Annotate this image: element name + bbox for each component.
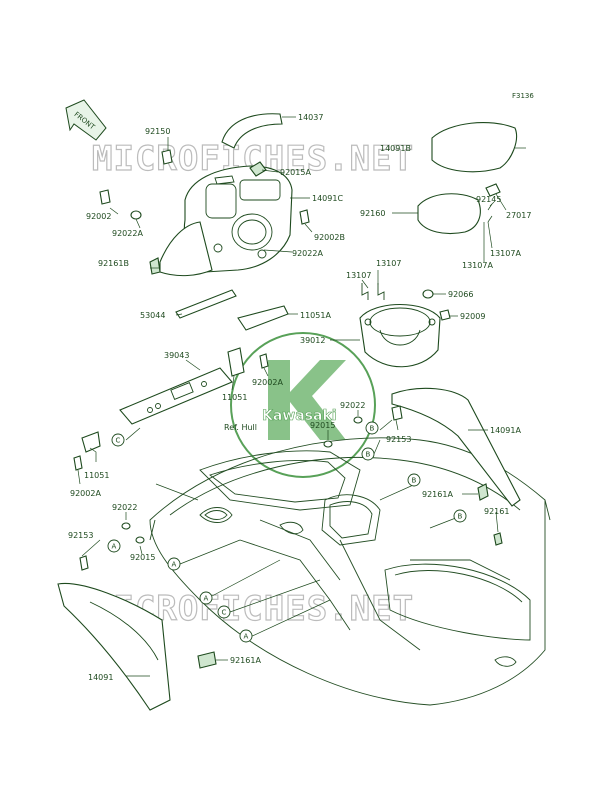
label-92153-1: 92153 [386, 435, 411, 444]
part-11051-top [227, 347, 245, 377]
part-92015a [249, 161, 267, 177]
label-92002a-2: 92002A [70, 489, 101, 498]
callout-a-4: A [239, 629, 253, 643]
part-92015-left [135, 536, 145, 544]
part-11051-left [81, 431, 101, 453]
svg-text:C: C [222, 609, 227, 617]
part-92002 [99, 189, 111, 205]
label-92022a-2: 92022A [292, 249, 323, 258]
label-92002: 92002 [86, 212, 111, 221]
label-92161a-1: 92161A [422, 490, 453, 499]
label-92066: 92066 [448, 290, 473, 299]
svg-text:C: C [116, 437, 121, 445]
label-92009: 92009 [460, 312, 485, 321]
label-92150: 92150 [145, 127, 170, 136]
front-arrow-icon: FRONT [65, 99, 107, 141]
part-11051a [237, 305, 289, 331]
callout-b-3: B [407, 473, 421, 487]
label-14091b: 14091B [380, 144, 411, 153]
part-92066 [422, 289, 434, 299]
part-92002b [299, 209, 310, 225]
label-92160: 92160 [360, 209, 385, 218]
part-92022-mid [353, 416, 363, 424]
part-53044 [175, 289, 237, 319]
part-14091b [431, 122, 518, 173]
part-13107 [361, 283, 385, 300]
svg-text:B: B [370, 425, 375, 433]
label-11051a: 11051A [300, 311, 331, 320]
callout-a-3: A [199, 591, 213, 605]
svg-text:A: A [172, 561, 177, 569]
part-92160 [417, 193, 481, 235]
callout-b-2: B [361, 447, 375, 461]
label-13107-1: 13107 [346, 271, 371, 280]
label-92161: 92161 [484, 507, 509, 516]
part-92022a-left [130, 210, 142, 220]
callout-c-1: C [111, 433, 125, 447]
kawasaki-logo: Kawasaki [230, 332, 376, 478]
svg-text:B: B [458, 513, 463, 521]
part-92150 [161, 149, 173, 165]
callout-a-2: A [167, 557, 181, 571]
label-39043: 39043 [164, 351, 189, 360]
part-92015-mid [323, 440, 333, 448]
label-92161a-2: 92161A [230, 656, 261, 665]
label-11051-1: 11051 [222, 393, 247, 402]
svg-text:A: A [204, 595, 209, 603]
label-92015a: 92015A [280, 168, 311, 177]
part-92002a-left [73, 455, 83, 471]
label-13107a-2: 13107A [462, 261, 493, 270]
label-92002a-1: 92002A [252, 378, 283, 387]
label-13107-2: 13107 [376, 259, 401, 268]
part-92002a-top [259, 353, 269, 369]
callout-a-1: A [107, 539, 121, 553]
callout-b-1: B [365, 421, 379, 435]
part-14091a [391, 387, 521, 507]
label-13107a-1: 13107A [490, 249, 521, 258]
callout-b-4: B [453, 509, 467, 523]
part-92161 [493, 532, 503, 546]
part-92153-top [391, 405, 403, 421]
label-53044: 53044 [140, 311, 165, 320]
svg-text:A: A [244, 633, 249, 641]
part-92161a-right [477, 483, 489, 501]
label-92022-2: 92022 [112, 503, 137, 512]
part-92161b [149, 257, 161, 275]
label-39012: 39012 [300, 336, 325, 345]
logo-text: Kawasaki [262, 408, 337, 424]
svg-text:A: A [112, 543, 117, 551]
part-14091 [57, 582, 171, 711]
label-92153-2: 92153 [68, 531, 93, 540]
part-14037 [221, 113, 283, 149]
part-windscreen [159, 221, 213, 277]
label-14037: 14037 [298, 113, 323, 122]
label-92015-1: 92015 [310, 421, 335, 430]
part-39043 [119, 367, 233, 425]
label-92002b: 92002B [314, 233, 345, 242]
svg-text:B: B [412, 477, 417, 485]
part-labels: 14037 14091B 92150 92015A 14091C 92002 9… [68, 113, 531, 682]
label-92022-1: 92022 [340, 401, 365, 410]
ref-hull-label: Ref. Hull [224, 423, 257, 432]
part-27017 [485, 183, 501, 197]
label-11051-2: 11051 [84, 471, 109, 480]
part-92161a-left [197, 651, 217, 669]
label-27017: 27017 [506, 211, 531, 220]
part-92009 [439, 309, 451, 321]
label-92161b: 92161B [98, 259, 129, 268]
label-92015-2: 92015 [130, 553, 155, 562]
part-92153-left [79, 555, 89, 571]
label-92022a-1: 92022A [112, 229, 143, 238]
label-14091c: 14091C [312, 194, 343, 203]
label-14091a: 14091A [490, 426, 521, 435]
label-92145: 92145 [476, 195, 501, 204]
callout-c-2: C [217, 605, 231, 619]
label-14091: 14091 [88, 673, 113, 682]
svg-text:B: B [366, 451, 371, 459]
part-92022-left [121, 522, 131, 530]
figure-code: F3136 [512, 92, 534, 100]
